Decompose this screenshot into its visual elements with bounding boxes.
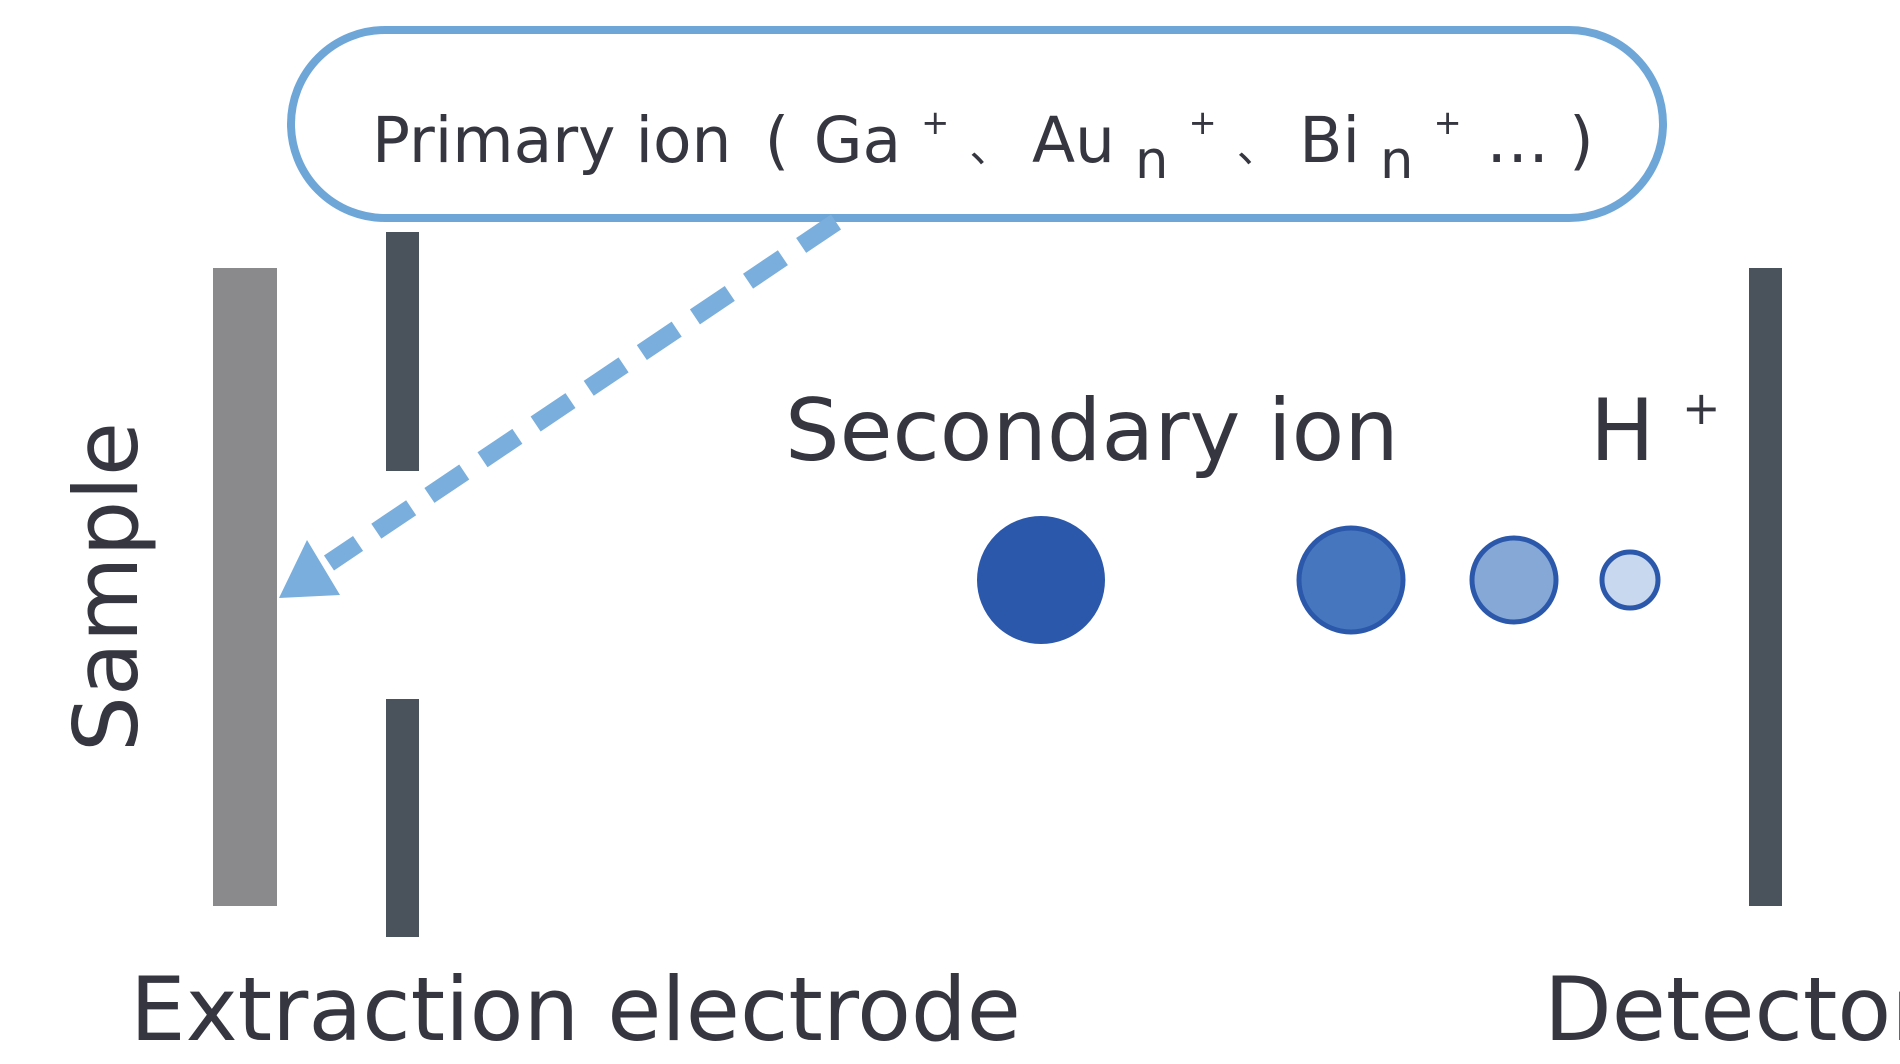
secondary-ion-small bbox=[1469, 535, 1559, 625]
primary-ion-close-paren: ) bbox=[1569, 104, 1594, 177]
extraction-electrode-top bbox=[386, 232, 419, 471]
separator-2: 、 bbox=[1237, 124, 1279, 173]
secondary-ion-label: Secondary ion bbox=[785, 381, 1399, 481]
extraction-electrode-bottom bbox=[386, 699, 419, 937]
bi-charge: + bbox=[1433, 103, 1461, 142]
hydrogen-ion-label: H + bbox=[1590, 381, 1721, 481]
primary-ion-callout bbox=[287, 26, 1667, 222]
sample-label: Sample bbox=[55, 422, 158, 752]
primary-ion-label: Primary ion ( Ga + 、 Au n + 、 Bi n + … ) bbox=[372, 76, 1594, 193]
au-symbol: Au bbox=[1032, 104, 1115, 177]
bi-subscript: n bbox=[1380, 130, 1413, 191]
primary-ion-ellipsis: … bbox=[1486, 104, 1549, 177]
secondary-ion-large bbox=[977, 516, 1105, 644]
primary-ion-open-paren: ( bbox=[765, 104, 790, 177]
secondary-ion-medium bbox=[1296, 525, 1406, 635]
detector-plate bbox=[1749, 268, 1782, 906]
hydrogen-charge: + bbox=[1682, 381, 1721, 435]
extraction-electrode-label: Extraction electrode bbox=[130, 958, 1021, 1061]
ga-charge: + bbox=[921, 103, 949, 142]
bi-symbol: Bi bbox=[1299, 104, 1360, 177]
separator-1: 、 bbox=[969, 124, 1011, 173]
detector-label: Detector bbox=[1544, 958, 1900, 1061]
hydrogen-symbol: H bbox=[1590, 381, 1655, 481]
au-charge: + bbox=[1188, 103, 1216, 142]
hydrogen-ion-particle bbox=[1599, 549, 1661, 611]
sample-plate bbox=[213, 268, 277, 906]
dashed-arrow-icon bbox=[279, 214, 842, 598]
primary-ion-beam-path bbox=[323, 214, 842, 571]
primary-ion-title: Primary ion bbox=[372, 104, 731, 177]
ga-symbol: Ga bbox=[814, 104, 901, 177]
au-subscript: n bbox=[1135, 130, 1168, 191]
primary-ion-arrowhead bbox=[279, 540, 340, 598]
